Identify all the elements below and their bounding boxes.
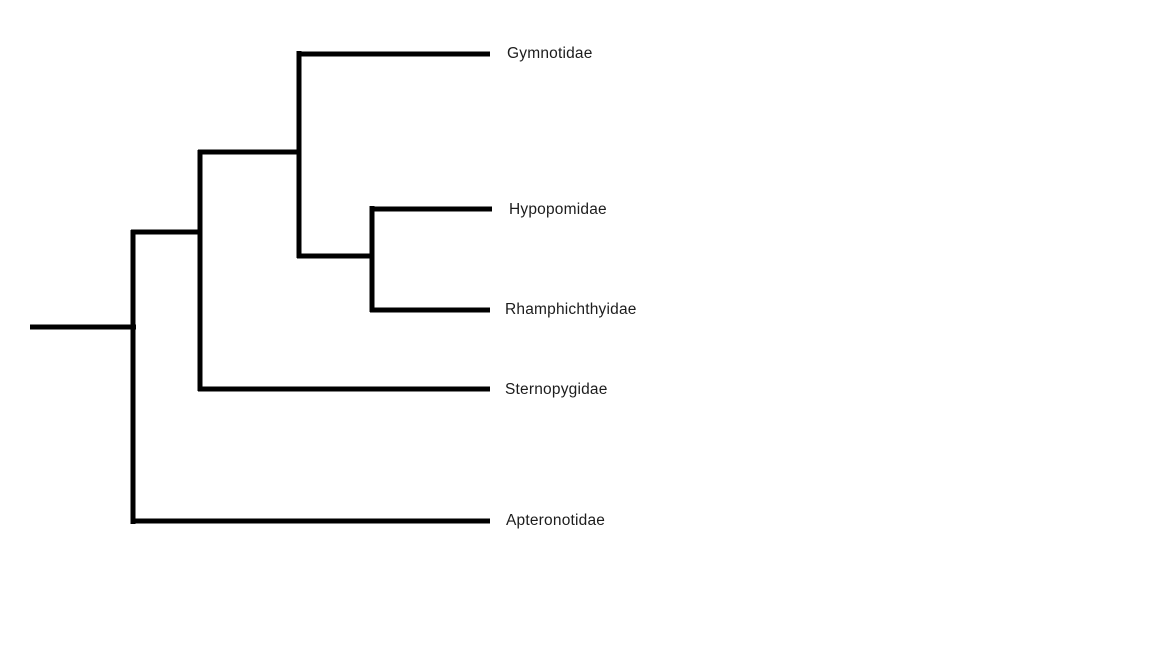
tip-label-apteronotidae: Apteronotidae [506, 512, 606, 529]
tip-label-gymnotidae: Gymnotidae [507, 45, 593, 62]
tip-label-hypopomidae: Hypopomidae [509, 201, 607, 218]
tip-label-sternopygidae: Sternopygidae [505, 381, 608, 398]
tip-label-rhamphichthyidae: Rhamphichthyidae [505, 301, 637, 318]
